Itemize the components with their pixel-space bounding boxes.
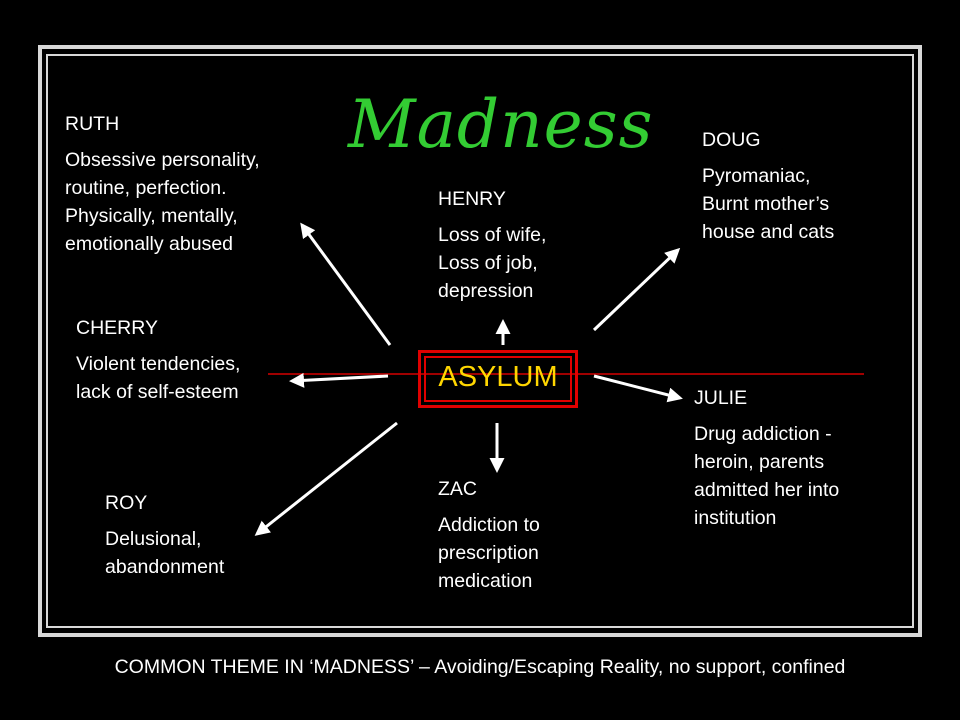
node-julie-name: JULIE	[694, 387, 748, 409]
arrow-ruth	[300, 222, 392, 346]
node-doug: DOUG Pyromaniac, Burnt mother’s house an…	[702, 126, 834, 246]
node-julie: JULIE Drug addiction - heroin, parents a…	[694, 384, 839, 532]
horizontal-red-line	[268, 373, 864, 375]
node-cherry: CHERRY Violent tendencies, lack of self-…	[76, 314, 240, 406]
outer-frame	[38, 45, 922, 637]
arrow-julie	[593, 374, 683, 403]
node-ruth: RUTH Obsessive personality, routine, per…	[65, 110, 260, 258]
node-doug-name: DOUG	[702, 129, 761, 151]
node-roy-desc: Delusional, abandonment	[105, 528, 225, 578]
node-roy-name: ROY	[105, 492, 148, 514]
node-henry: HENRY Loss of wife, Loss of job, depress…	[438, 185, 546, 305]
node-henry-name: HENRY	[438, 188, 506, 210]
asylum-box-inner-border	[424, 356, 572, 402]
node-julie-desc: Drug addiction - heroin, parents admitte…	[694, 423, 840, 529]
arrow-doug	[592, 247, 681, 332]
node-zac: ZAC Addiction to prescription medication	[438, 475, 540, 595]
node-cherry-desc: Violent tendencies, lack of self-esteem	[76, 353, 241, 403]
arrow-cherry	[289, 372, 389, 388]
node-ruth-name: RUTH	[65, 113, 120, 135]
node-zac-desc: Addiction to prescription medication	[438, 514, 540, 592]
node-ruth-desc: Obsessive personality, routine, perfecti…	[65, 149, 260, 255]
asylum-box: ASYLUM	[418, 350, 578, 408]
footer-common-theme: COMMON THEME IN ‘MADNESS’ – Avoiding/Esc…	[114, 656, 846, 678]
inner-frame	[46, 54, 914, 628]
diagram-title: Madness	[348, 86, 654, 163]
node-cherry-name: CHERRY	[76, 317, 158, 339]
node-henry-desc: Loss of wife, Loss of job, depression	[438, 224, 547, 302]
node-zac-name: ZAC	[438, 478, 477, 500]
node-doug-desc: Pyromaniac, Burnt mother’s house and cat…	[702, 165, 835, 243]
asylum-label: ASYLUM	[438, 361, 558, 393]
arrow-roy	[254, 421, 398, 536]
node-roy: ROY Delusional, abandonment	[105, 489, 224, 581]
